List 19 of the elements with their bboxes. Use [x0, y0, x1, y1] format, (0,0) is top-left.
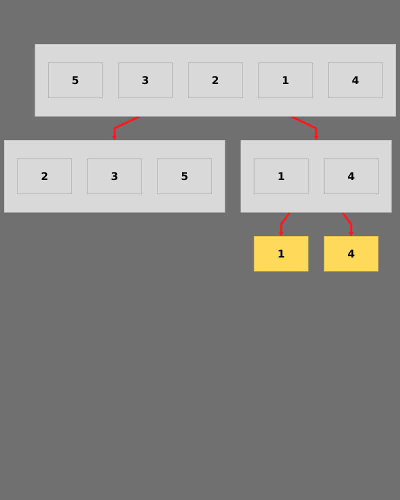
arrow — [278, 212, 291, 236]
node-box: 2 — [17, 158, 72, 194]
node-box: 4 — [324, 236, 378, 272]
arrow — [342, 212, 354, 236]
arrow — [112, 115, 140, 140]
node-box: 4 — [328, 62, 383, 98]
node-box: 1 — [254, 236, 308, 272]
node-box: 1 — [254, 158, 308, 194]
node-box: 3 — [118, 62, 173, 98]
node-box: 5 — [157, 158, 212, 194]
cluster — [34, 44, 396, 117]
node-box: 4 — [324, 158, 378, 194]
node-box: 2 — [188, 62, 243, 98]
cluster — [240, 140, 392, 213]
node-box: 1 — [258, 62, 313, 98]
arrow — [290, 115, 318, 140]
node-box: 3 — [87, 158, 142, 194]
node-box: 5 — [48, 62, 103, 98]
cluster — [4, 140, 226, 213]
